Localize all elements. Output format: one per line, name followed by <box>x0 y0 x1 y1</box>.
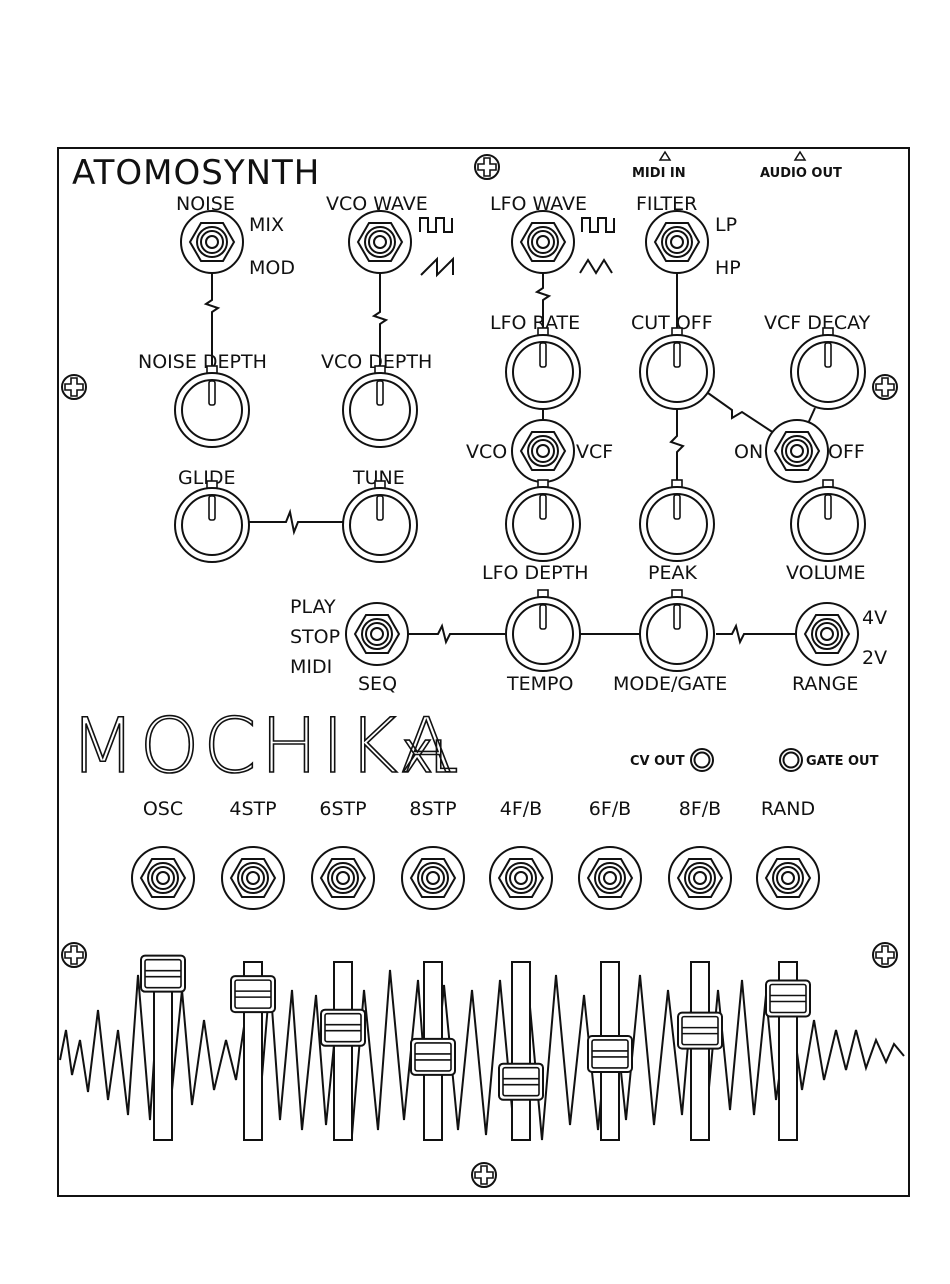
vcf-decay-toggle-switch[interactable] <box>766 420 828 482</box>
step-select-switch-6fb[interactable] <box>579 847 641 909</box>
step-select-switch-8stp[interactable] <box>402 847 464 909</box>
slider-cap[interactable] <box>766 981 810 1017</box>
step-select-switch-8fb[interactable] <box>669 847 731 909</box>
product-suffix: XL <box>402 732 457 783</box>
audio-out-label: AUDIO OUT <box>760 166 842 181</box>
filter-title: FILTER <box>636 193 697 215</box>
gate-out-jack[interactable] <box>780 749 802 771</box>
slider-cap[interactable] <box>588 1036 632 1072</box>
noise-toggle-switch[interactable] <box>181 211 243 273</box>
step-button-label: 4STP <box>229 798 276 820</box>
cv-out-jack[interactable] <box>691 749 713 771</box>
gate-out-label: GATE OUT <box>806 754 879 769</box>
range-2v-label: 2V <box>862 647 887 669</box>
filter-hp-label: HP <box>715 257 741 279</box>
lfo-destination-toggle-switch[interactable] <box>512 420 574 482</box>
slider-cap[interactable] <box>231 976 275 1012</box>
midi-in-label: MIDI IN <box>632 166 686 181</box>
noise-mix-label: MIX <box>249 214 284 236</box>
seq-play-label: PLAY <box>290 596 336 618</box>
lfo-vcf-label: VCF <box>576 441 613 463</box>
lfo-depth-label: LFO DEPTH <box>482 562 589 584</box>
filter-lp-label: LP <box>715 214 737 236</box>
vcf-decay-label: VCF DECAY <box>764 312 871 334</box>
brand-name: ATOMOSYNTH <box>72 153 320 193</box>
peak-label: PEAK <box>648 562 697 584</box>
step-button-label: 4F/B <box>500 798 542 820</box>
screw-icon-left-lower <box>62 943 86 967</box>
decay-on-label: ON <box>734 441 763 463</box>
slider-cap[interactable] <box>141 956 185 992</box>
seq-stop-label: STOP <box>290 626 340 648</box>
seq-midi-label: MIDI <box>290 656 332 678</box>
cv-out-label: CV OUT <box>630 754 685 769</box>
lfo-rate-label: LFO RATE <box>490 312 580 334</box>
step-button-label: 6STP <box>319 798 366 820</box>
tempo-label: TEMPO <box>506 673 573 695</box>
step-button-label: 8F/B <box>679 798 721 820</box>
slider-cap[interactable] <box>411 1039 455 1075</box>
screw-icon-top <box>475 155 499 179</box>
filter-toggle-switch[interactable] <box>646 211 708 273</box>
decay-off-label: OFF <box>828 441 865 463</box>
step-select-switch-4stp[interactable] <box>222 847 284 909</box>
noise-mod-label: MOD <box>249 257 295 279</box>
step-button-label: 8STP <box>409 798 456 820</box>
step-button-label: 6F/B <box>589 798 631 820</box>
product-name: MOCHIKA <box>70 701 457 790</box>
range-4v-label: 4V <box>862 607 887 629</box>
step-button-label: OSC <box>143 798 183 820</box>
lfo-vco-label: VCO <box>466 441 507 463</box>
screw-icon-right-upper <box>873 375 897 399</box>
range-toggle-switch[interactable] <box>796 603 858 665</box>
seq-mode-toggle-switch[interactable] <box>346 603 408 665</box>
range-label: RANGE <box>792 673 858 695</box>
slider-cap[interactable] <box>321 1010 365 1046</box>
noise-depth-label: NOISE DEPTH <box>138 351 267 373</box>
vco-wave-toggle-switch[interactable] <box>349 211 411 273</box>
step-select-switch-osc[interactable] <box>132 847 194 909</box>
step-button-label: RAND <box>761 798 815 820</box>
screw-icon-left-upper <box>62 375 86 399</box>
screw-icon-right-lower <box>873 943 897 967</box>
volume-label: VOLUME <box>786 562 866 584</box>
step-select-switch-6stp[interactable] <box>312 847 374 909</box>
slider-cap[interactable] <box>678 1013 722 1049</box>
screw-icon-bottom <box>472 1163 496 1187</box>
lfo-wave-toggle-switch[interactable] <box>512 211 574 273</box>
step-select-switch-4fb[interactable] <box>490 847 552 909</box>
slider-cap[interactable] <box>499 1064 543 1100</box>
seq-label: SEQ <box>358 673 397 695</box>
mode-gate-label: MODE/GATE <box>613 673 727 695</box>
step-select-switch-rand[interactable] <box>757 847 819 909</box>
